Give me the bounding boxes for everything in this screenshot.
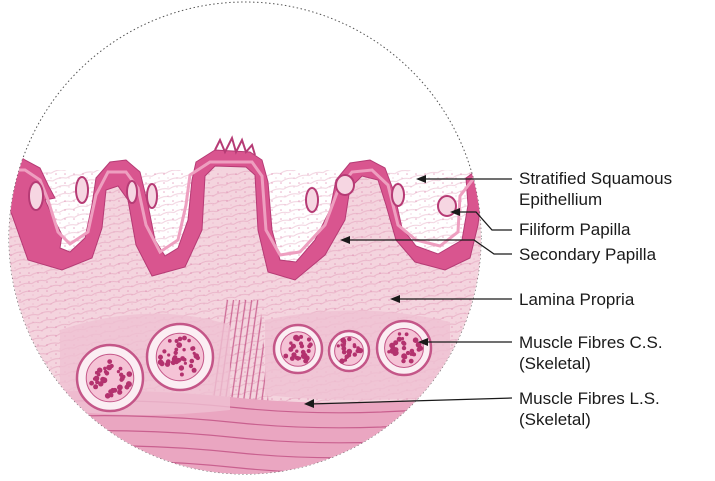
muscle-fibre-nucleus: [100, 377, 105, 382]
muscle-fibre-nucleus: [105, 393, 111, 399]
muscle-fibre-nucleus: [353, 352, 357, 356]
muscle-fibre-nucleus: [295, 350, 298, 353]
muscle-fibre-nucleus: [392, 351, 397, 356]
muscle-fibre-nucleus: [356, 346, 360, 350]
muscle-fibre-nucleus: [106, 365, 112, 371]
muscle-fibre-nucleus: [337, 344, 340, 347]
muscle-fibre-nucleus: [401, 353, 407, 359]
muscle-fibre-nucleus: [192, 368, 197, 373]
muscle-fibre-nucleus: [406, 351, 410, 355]
muscle-fibre-nucleus: [93, 384, 98, 389]
muscle-fibre-nucleus: [89, 381, 94, 386]
muscle-fibre-nucleus: [307, 349, 311, 353]
muscle-fibre-nucleus: [103, 367, 107, 371]
muscle-fibre-nucleus: [412, 353, 416, 357]
muscle-fibre-nucleus: [159, 361, 164, 366]
muscle-fibre-nucleus: [176, 342, 182, 348]
label-secondary-line1: Secondary Papilla: [519, 244, 656, 265]
muscle-fibre-nucleus: [401, 359, 405, 363]
muscle-fibre-nucleus: [180, 373, 184, 377]
muscle-fibre-nucleus: [189, 364, 193, 368]
muscle-fibre-nucleus: [393, 340, 398, 345]
muscle-fibre-nucleus: [182, 348, 185, 351]
muscle-fibres-ls-band: [0, 391, 500, 481]
muscle-fibre-nucleus: [295, 336, 300, 341]
muscle-fibre-nucleus: [182, 336, 187, 341]
muscle-fibre-nucleus: [110, 388, 115, 393]
muscle-fibre-nucleus: [178, 337, 183, 342]
muscle-fibre-nucleus: [347, 353, 351, 357]
muscle-fibre-nucleus: [418, 346, 423, 351]
muscle-fibre-nucleus: [295, 356, 299, 360]
muscle-fibre-nucleus: [402, 346, 406, 350]
muscle-fibre-nucleus: [405, 332, 409, 336]
muscle-fibre-nucleus: [179, 365, 184, 370]
muscle-fibre-nucleus: [193, 352, 196, 355]
muscle-fibre-nucleus: [343, 340, 346, 343]
muscle-fibre-nucleus: [168, 339, 172, 343]
muscle-fibre-nucleus: [120, 376, 125, 381]
muscle-fibre-nucleus: [183, 358, 187, 362]
muscle-fibre-nucleus: [301, 353, 307, 359]
muscle-fibre-nucleus: [174, 348, 178, 352]
muscle-fibre-nucleus: [117, 370, 120, 373]
muscle-fibre-nucleus: [303, 359, 308, 364]
muscle-fibre-nucleus: [300, 344, 304, 348]
muscle-fibre-nucleus: [344, 358, 347, 361]
muscle-fibre-nucleus: [191, 346, 195, 350]
muscle-fibre-nucleus: [413, 337, 419, 343]
muscle-fibre-nucleus: [167, 353, 170, 356]
muscle-fibre-nucleus: [391, 346, 396, 351]
muscle-fibre-nucleus: [184, 362, 187, 365]
muscle-fibre-nucleus: [401, 337, 404, 340]
muscle-fibre-nucleus: [97, 368, 102, 373]
muscle-fibre-nucleus: [104, 370, 108, 374]
muscle-fibre-nucleus: [347, 337, 351, 341]
label-lamina-line1: Lamina Propria: [519, 289, 634, 310]
muscle-fibre-nucleus: [165, 362, 170, 367]
muscle-fibre-nucleus: [307, 344, 311, 348]
label-lamina-propria: Lamina Propria: [519, 289, 634, 310]
muscle-fibre-nucleus: [353, 344, 357, 348]
muscle-fibre-nucleus: [125, 386, 129, 390]
tissue-section: [0, 138, 500, 481]
muscle-fibre-nucleus: [158, 355, 163, 360]
muscle-fibre-nucleus: [127, 371, 133, 377]
muscle-fibre-nucleus: [117, 385, 123, 391]
muscle-fibre-nucleus: [190, 359, 195, 364]
muscle-fibre-nucleus: [290, 356, 295, 361]
muscle-fibre-nucleus: [307, 337, 311, 341]
muscle-fibre-nucleus: [95, 380, 99, 384]
muscle-fibre-nucleus: [289, 341, 292, 344]
label-stratified-line1: Stratified Squamous: [519, 168, 672, 189]
muscle-fibre-nucleus: [162, 349, 166, 353]
label-filiform-papilla: Filiform Papilla: [519, 219, 630, 240]
label-muscle-ls-line1: Muscle Fibres L.S.: [519, 388, 660, 409]
label-muscle-cs-line1: Muscle Fibres C.S.: [519, 332, 663, 353]
label-stratified-squamous: Stratified Squamous Epithellium: [519, 168, 672, 210]
muscle-fibre-nucleus: [402, 342, 406, 346]
muscle-fibre-nucleus: [387, 350, 390, 353]
muscle-fibre-nucleus: [409, 359, 414, 364]
label-muscle-ls-line2: (Skeletal): [519, 409, 660, 430]
muscle-fibre-nucleus: [339, 358, 344, 363]
label-stratified-line2: Epithellium: [519, 189, 672, 210]
label-filiform-line1: Filiform Papilla: [519, 219, 630, 240]
muscle-fibre-nucleus: [117, 390, 122, 395]
muscle-fibre-nucleus: [119, 367, 123, 371]
label-muscle-fibres-ls: Muscle Fibres L.S. (Skeletal): [519, 388, 660, 430]
muscle-fibre-nucleus: [283, 354, 288, 359]
muscle-fibre-nucleus: [171, 360, 176, 365]
muscle-fibre-nucleus: [107, 359, 112, 364]
label-muscle-fibres-cs: Muscle Fibres C.S. (Skeletal): [519, 332, 663, 374]
label-secondary-papilla: Secondary Papilla: [519, 244, 656, 265]
label-muscle-cs-line2: (Skeletal): [519, 353, 663, 374]
muscle-fibre-nucleus: [342, 344, 346, 348]
muscle-fibre-nucleus: [398, 332, 401, 335]
muscle-fibre-nucleus: [195, 354, 199, 358]
muscle-fibre-nucleus: [187, 339, 191, 343]
